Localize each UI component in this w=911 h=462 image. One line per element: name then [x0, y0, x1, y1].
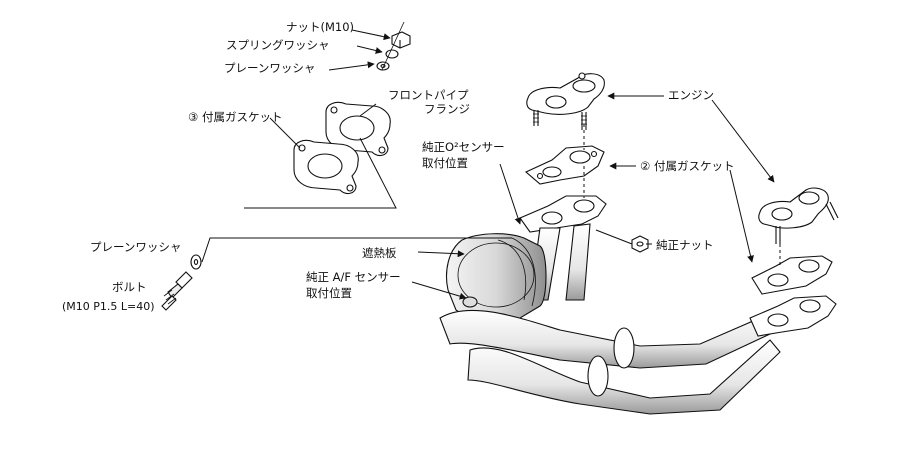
label-plain-washer-left: プレーンワッシャ [90, 240, 182, 254]
label-af-sensor-1: 純正 A/F センサー [306, 270, 401, 284]
label-plain-washer-top: プレーンワッシャ [224, 61, 316, 75]
leader-gasket-3 [269, 117, 301, 149]
leader-heat-shield [417, 250, 465, 258]
label-nut: ナット(M10) [286, 20, 355, 34]
label-bolt-2: (M10 P1.5 L=40) [62, 300, 155, 313]
label-o2-sensor-1: 純正O²センサー [422, 140, 505, 154]
leader-plain-washer-top [328, 61, 375, 71]
leader-o2-sensor [499, 163, 522, 225]
label-af-sensor-2: 取付位置 [306, 286, 352, 300]
label-heat-shield: 遮熱板 [362, 246, 397, 260]
label-o2-sensor-2: 取付位置 [422, 156, 468, 170]
label-front-pipe-flange-1: フロントパイプ [388, 88, 469, 102]
nut-and-washers [376, 21, 411, 71]
leader-gasket2-2 [729, 169, 754, 263]
gasket-2-upper [524, 145, 605, 185]
label-front-pipe-flange-2: フランジ [424, 102, 470, 116]
line-to-stock-nut [595, 229, 633, 245]
label-bolt-1: ボルト [112, 280, 147, 294]
leader-front-pipe-flange [359, 103, 377, 117]
leader-af-sensor [411, 281, 467, 300]
label-gasket-3: ③ 付属ガスケット [188, 110, 283, 124]
gasket-2-right [751, 255, 833, 295]
label-spring-washer: スプリングワッシャ [226, 38, 330, 52]
gasket-3 [293, 139, 359, 195]
leader-engine-2 [711, 99, 775, 183]
label-stock-nut: 純正ナット [656, 238, 714, 252]
stock-nut [631, 235, 649, 253]
leader-spring-washer [356, 45, 383, 54]
label-gasket-2: ② 付属ガスケット [640, 159, 735, 173]
bolt-and-washer [161, 254, 202, 311]
alignment-line-bolt [201, 237, 512, 263]
front-pipe-assembly [439, 195, 837, 415]
engine-flange-upper [526, 72, 605, 130]
engine-flange-right [758, 187, 839, 244]
alignment-line-gasket3 [244, 137, 397, 209]
leader-nut [351, 29, 391, 41]
front-pipe-flange [325, 101, 391, 157]
label-engine: エンジン [668, 88, 714, 102]
